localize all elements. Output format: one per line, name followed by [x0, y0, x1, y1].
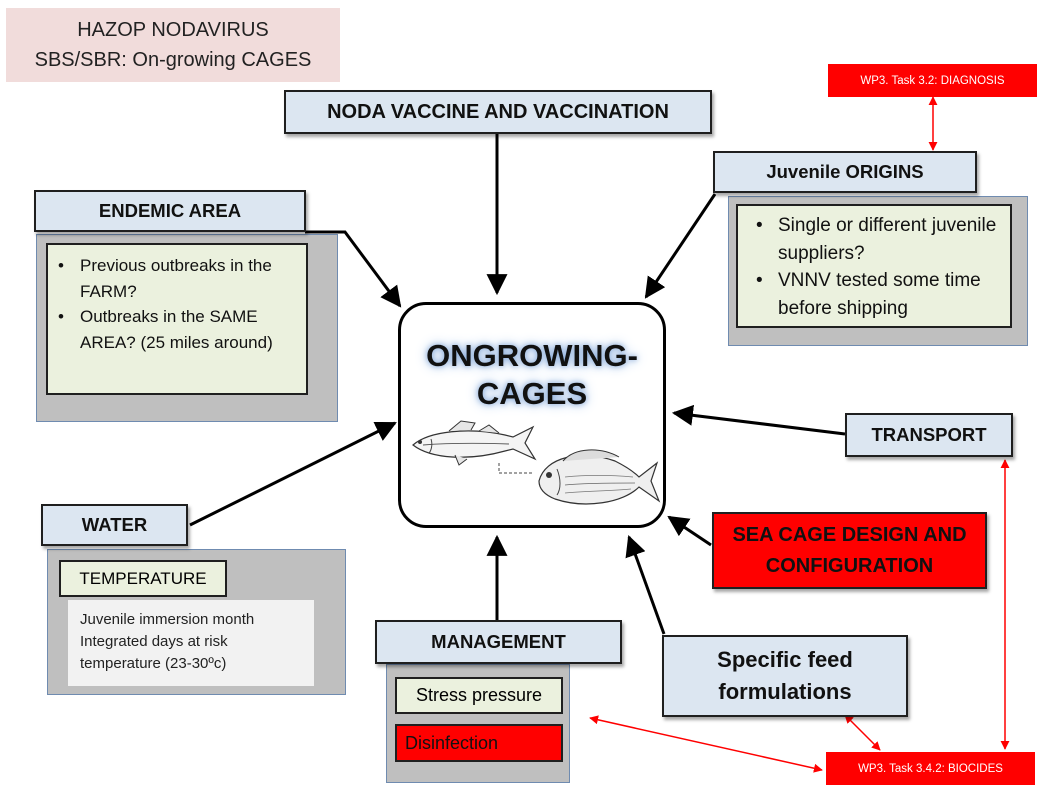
biocides-tag-label: WP3. Task 3.4.2: BIOCIDES — [858, 762, 1003, 775]
diagram-title-line2: SBS/SBR: On-growing CAGES — [34, 49, 312, 71]
water-header: WATER — [41, 504, 188, 546]
scale-bar-icon — [498, 463, 533, 474]
arrow-origins-to-center — [644, 193, 717, 299]
endemic-item: Outbreaks in the SAME AREA? (25 miles ar… — [58, 304, 298, 355]
diagram-title: HAZOP NODAVIRUS SBS/SBR: On-growing CAGE… — [6, 8, 340, 82]
management-header-label: MANAGEMENT — [431, 631, 566, 652]
sea-cage-design-box: SEA CAGE DESIGN AND CONFIGURATION — [712, 512, 987, 589]
biocides-tag: WP3. Task 3.4.2: BIOCIDES — [826, 752, 1035, 785]
specific-feed-label: Specific feed formulations — [717, 647, 853, 704]
red-link-biocides-management — [589, 715, 823, 773]
temperature-box: TEMPERATURE — [59, 560, 227, 597]
arrow-feed-to-center — [625, 535, 666, 635]
temperature-label: TEMPERATURE — [79, 568, 207, 588]
diagram-title-line1: HAZOP NODAVIRUS — [77, 19, 269, 41]
water-detail-box: Juvenile immersion month Integrated days… — [68, 600, 314, 686]
arrow-seacage-to-center — [667, 515, 712, 547]
endemic-list: Previous outbreaks in the FARM? Outbreak… — [48, 253, 298, 355]
water-detail-line: temperature (23-30ºc) — [80, 655, 227, 672]
origins-item: VNNV tested some time before shipping — [756, 267, 1004, 322]
water-detail-line: Integrated days at risk — [80, 633, 228, 650]
water-header-label: WATER — [81, 514, 148, 535]
transport-label: TRANSPORT — [871, 424, 987, 445]
center-title-line2: CAGES — [476, 376, 588, 411]
diagnosis-tag: WP3. Task 3.2: DIAGNOSIS — [828, 64, 1037, 97]
origins-header: Juvenile ORIGINS — [713, 151, 977, 193]
seabream-illustration — [538, 449, 661, 505]
red-link-biocides-feed — [844, 714, 881, 751]
origins-header-label: Juvenile ORIGINS — [766, 161, 924, 182]
transport-box: TRANSPORT — [845, 413, 1013, 457]
seabass-illustration — [412, 420, 537, 466]
endemic-list-box: Previous outbreaks in the FARM? Outbreak… — [46, 243, 308, 395]
stress-pressure-box: Stress pressure — [395, 677, 563, 714]
disinfection-label: Disinfection — [405, 732, 499, 753]
ongrowing-cages-node: ONGROWING- CAGES — [398, 302, 666, 528]
noda-vaccine-label: NODA VACCINE AND VACCINATION — [327, 100, 669, 123]
management-header: MANAGEMENT — [375, 620, 622, 664]
endemic-item: Previous outbreaks in the FARM? — [58, 253, 298, 304]
center-title: ONGROWING- CAGES — [401, 337, 663, 413]
diagnosis-tag-label: WP3. Task 3.2: DIAGNOSIS — [860, 74, 1005, 87]
arrow-transport-to-center — [671, 404, 846, 436]
sea-cage-design-label: SEA CAGE DESIGN AND CONFIGURATION — [732, 523, 967, 577]
disinfection-box: Disinfection — [395, 724, 563, 762]
noda-vaccine-box: NODA VACCINE AND VACCINATION — [284, 90, 712, 134]
origins-list-box: Single or different juvenile suppliers? … — [736, 204, 1012, 328]
stress-pressure-label: Stress pressure — [415, 685, 543, 705]
water-detail-line: Juvenile immersion month — [80, 611, 255, 628]
origins-list: Single or different juvenile suppliers? … — [746, 212, 1004, 322]
center-title-line1: ONGROWING- — [426, 338, 638, 373]
specific-feed-box: Specific feed formulations — [662, 635, 908, 717]
arrow-endemic-to-center — [305, 230, 402, 308]
endemic-header-label: ENDEMIC AREA — [98, 200, 242, 221]
endemic-header: ENDEMIC AREA — [34, 190, 306, 232]
arrow-water-to-center — [189, 421, 397, 527]
origins-item: Single or different juvenile suppliers? — [756, 212, 1004, 267]
